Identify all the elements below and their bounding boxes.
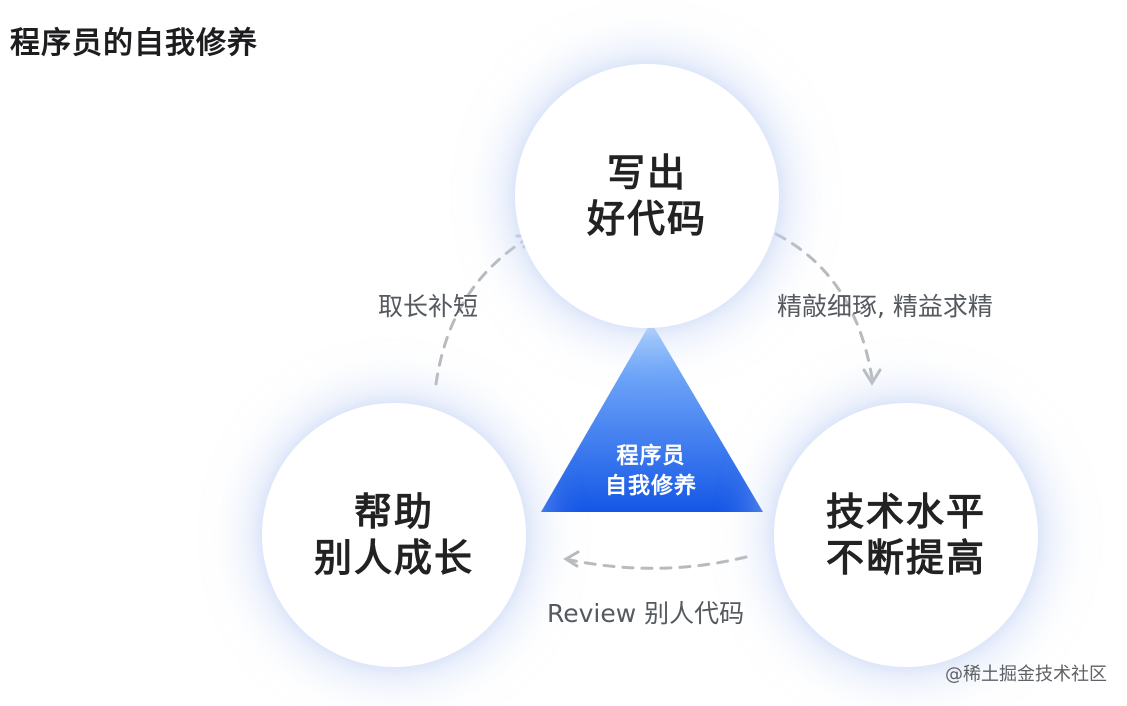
center-label-line1: 程序员 bbox=[616, 444, 686, 469]
node-left-line1: 帮助 bbox=[353, 490, 434, 534]
arrow-top-to-right bbox=[774, 232, 882, 386]
node-help-others: 帮助 别人成长 bbox=[262, 403, 526, 667]
edge-label-left-to-top: 取长补短 bbox=[378, 292, 479, 321]
node-top-line1: 写出 bbox=[606, 151, 687, 195]
arrow-right-to-left bbox=[563, 550, 748, 570]
node-top-line2: 好代码 bbox=[586, 197, 707, 241]
center-label-line2: 自我修养 bbox=[604, 474, 697, 499]
edge-label-top-to-right: 精敲细琢, 精益求精 bbox=[777, 292, 993, 321]
page-title: 程序员的自我修养 bbox=[10, 26, 258, 61]
node-left-line2: 别人成长 bbox=[313, 536, 474, 580]
node-write-good-code: 写出 好代码 bbox=[515, 64, 779, 328]
node-skill-improve: 技术水平 不断提高 bbox=[774, 403, 1038, 667]
center-triangle bbox=[541, 322, 763, 512]
node-right-line1: 技术水平 bbox=[825, 490, 986, 534]
node-right-line2: 不断提高 bbox=[825, 536, 986, 580]
watermark: @稀土掘金技术社区 bbox=[945, 664, 1107, 685]
edge-label-right-to-left: Review 别人代码 bbox=[547, 599, 745, 628]
